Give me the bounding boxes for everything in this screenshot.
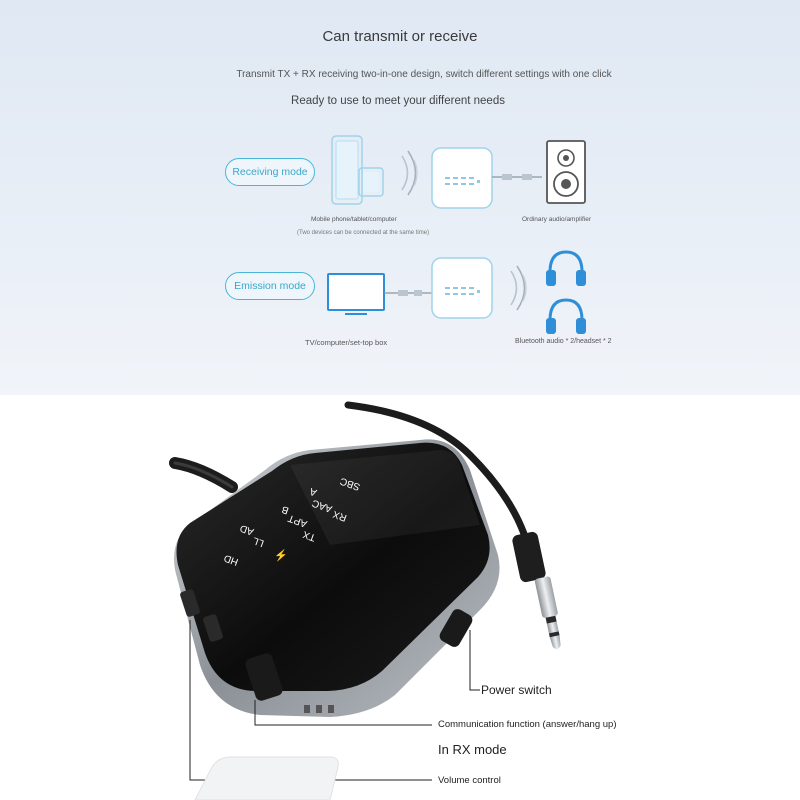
page-tagline: Ready to use to meet your different need…	[291, 95, 505, 107]
tv-icon	[327, 273, 385, 315]
emission-mode-badge: Emission mode	[225, 272, 315, 300]
wireless-waves-icon	[401, 150, 418, 196]
receiving-mode-label: Receiving mode	[232, 166, 308, 178]
page-subtitle: Transmit TX + RX receiving two-in-one de…	[236, 69, 612, 80]
headphones-icon	[546, 250, 586, 286]
receiving-source-note: (Two devices can be connected at the sam…	[297, 230, 430, 236]
receiving-mode-badge: Receiving mode	[225, 158, 315, 186]
tablet-phone-icon	[331, 135, 384, 205]
emission-output-caption: Bluetooth audio * 2/headset * 2	[515, 338, 612, 345]
aux-cable-icon	[492, 174, 542, 180]
volume-control-label: Volume control	[438, 775, 501, 786]
emission-source-caption: TV/computer/set-top box	[305, 338, 388, 347]
receiver-device-icon	[431, 147, 493, 209]
receiving-source-caption: Mobile phone/tablet/computer	[311, 216, 397, 223]
headphones-icon	[546, 298, 586, 334]
mode-infographic-panel	[0, 0, 800, 395]
emission-mode-label: Emission mode	[234, 280, 306, 292]
power-switch-label: Power switch	[481, 683, 552, 697]
wireless-waves-icon	[510, 265, 527, 311]
transmitter-device-icon	[431, 257, 493, 319]
product-photo	[169, 401, 561, 800]
page-title: Can transmit or receive	[322, 28, 478, 45]
rx-mode-label: In RX mode	[438, 742, 507, 757]
power-indicator-icon: ⚡	[274, 550, 288, 562]
receiving-output-caption: Ordinary audio/amplifier	[522, 216, 592, 223]
speaker-icon	[546, 140, 586, 204]
communication-function-label: Communication function (answer/hang up)	[438, 719, 617, 730]
aux-cable-icon	[384, 290, 434, 296]
